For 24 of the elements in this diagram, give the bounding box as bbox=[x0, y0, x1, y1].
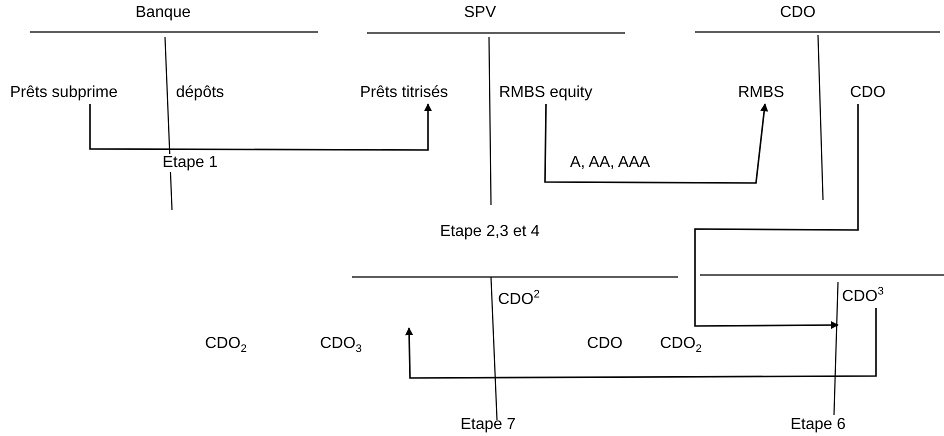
account-item: CDO$_{2}$ bbox=[660, 335, 702, 353]
account-title: CDO$^{2}$ bbox=[498, 291, 540, 309]
step-label: Etape 6 bbox=[790, 416, 846, 434]
account-title: Banque bbox=[136, 4, 191, 22]
step-label: Etape 2,3 et 4 bbox=[440, 223, 540, 241]
account-item: CDO bbox=[587, 335, 623, 353]
account-title: CDO bbox=[780, 4, 816, 22]
arrow bbox=[544, 103, 768, 184]
account-item: Prêts subprime bbox=[10, 84, 118, 102]
account-item: CDO bbox=[850, 84, 886, 102]
edge-label: Etape 1 bbox=[160, 154, 220, 172]
account-item: RMBS equity bbox=[499, 84, 592, 102]
step-label: Etape 7 bbox=[460, 416, 516, 434]
account-item: dépôts bbox=[176, 84, 224, 102]
account-item: RMBS bbox=[738, 84, 784, 102]
arrow bbox=[89, 103, 432, 151]
account-item: Prêts titrisés bbox=[360, 84, 448, 102]
arrow bbox=[405, 308, 877, 379]
account-title: SPV bbox=[464, 4, 496, 22]
account-item: CDO$_{3}$ bbox=[320, 335, 362, 353]
account-item: CDO$^{3}$ bbox=[842, 288, 884, 306]
account-item: CDO$_{2}$ bbox=[205, 335, 247, 353]
edge-label: A, AA, AAA bbox=[568, 154, 652, 172]
arrow bbox=[694, 104, 859, 330]
